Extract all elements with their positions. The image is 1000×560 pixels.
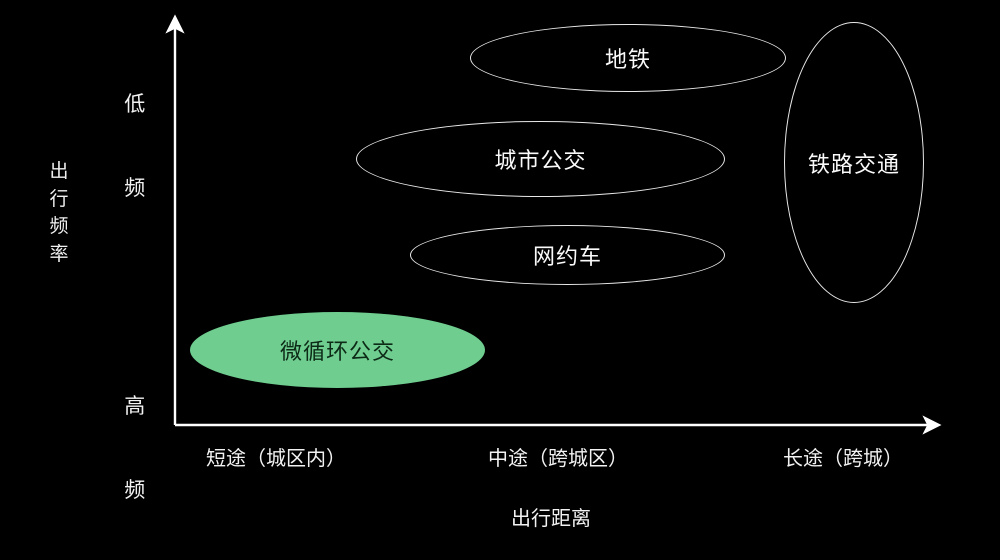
y-tick-char: 频 (124, 176, 146, 200)
bubble-ride-hailing[interactable]: 网约车 (410, 225, 725, 285)
bubble-railway[interactable]: 铁路交通 (784, 22, 924, 303)
x-axis-title: 出行距离 (511, 508, 591, 530)
bubble-label-micro-circulation-bus: 微循环公交 (279, 339, 395, 364)
x-tick-label-medium-distance: 中途（跨城区） (488, 448, 628, 470)
bubble-label-ride-hailing: 网约车 (532, 244, 602, 269)
y-tick-label-low-frequency: 低 频 (112, 36, 158, 258)
bubble-micro-circulation-bus[interactable]: 微循环公交 (190, 312, 485, 388)
x-tick-label-long-distance: 长途（跨城） (783, 448, 903, 470)
bubble-city-bus[interactable]: 城市公交 (356, 121, 725, 197)
y-tick-char: 高 (124, 395, 146, 419)
y-axis-title: 出 行 频 率 (44, 158, 74, 268)
bubble-label-subway: 地铁 (604, 47, 651, 72)
bubble-label-city-bus: 城市公交 (494, 148, 587, 173)
y-axis-title-char: 频 (49, 216, 69, 238)
bubble-label-railway: 铁路交通 (807, 151, 900, 177)
y-axis-title-char: 行 (49, 188, 69, 210)
y-axis-title-char: 率 (49, 243, 69, 265)
x-tick-label-short-distance: 短途（城区内） (206, 448, 346, 470)
travel-mode-positioning-chart: 出 行 频 率 低 频 高 频 短途（城区内） 中途（跨城区） 长途（跨城） 出… (44, 14, 942, 530)
y-tick-char: 频 (124, 478, 146, 502)
y-axis-title-char: 出 (49, 161, 69, 182)
y-tick-char: 低 (124, 93, 146, 117)
y-tick-label-high-frequency: 高 频 (112, 338, 158, 560)
bubble-subway[interactable]: 地铁 (470, 24, 786, 92)
